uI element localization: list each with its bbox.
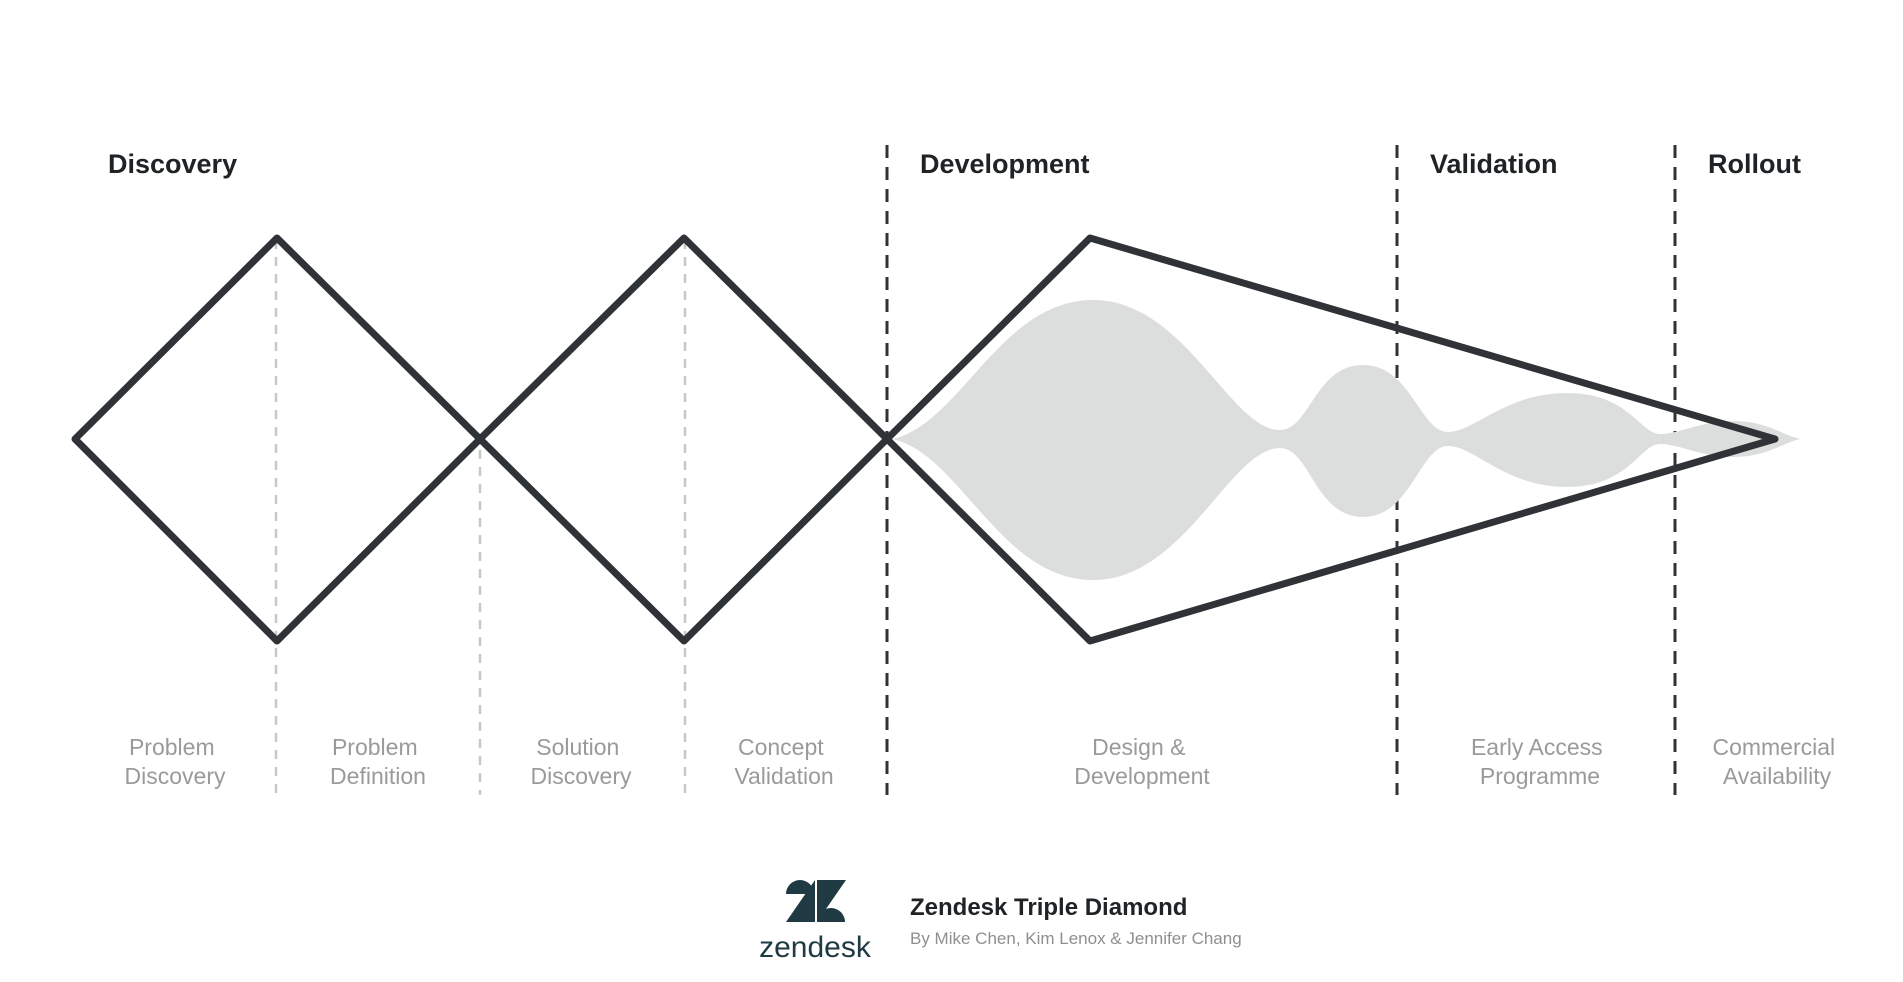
iteration-blob bbox=[892, 300, 1800, 580]
step-label-line: Availability bbox=[1723, 763, 1832, 789]
step-label-early-access-programme: Early Access Programme bbox=[1471, 734, 1609, 789]
discovery-diamond-2 bbox=[476, 234, 891, 645]
phase-title-rollout: Rollout bbox=[1708, 149, 1801, 179]
phase-title-discovery: Discovery bbox=[108, 149, 237, 179]
phase-titles: Discovery Development Validation Rollout bbox=[108, 149, 1801, 179]
step-label-problem-discovery: Problem Discovery bbox=[125, 734, 226, 789]
step-label-line: Problem bbox=[332, 734, 418, 760]
step-label-line: Development bbox=[1074, 763, 1210, 789]
step-label-concept-validation: Concept Validation bbox=[734, 734, 833, 789]
step-label-line: Commercial bbox=[1712, 734, 1835, 760]
step-label-line: Definition bbox=[330, 763, 426, 789]
step-label-line: Programme bbox=[1480, 763, 1600, 789]
diamond-outlines bbox=[71, 234, 1779, 645]
step-labels: Problem Discovery Problem Definition Sol… bbox=[125, 734, 1841, 789]
step-dividers bbox=[274, 240, 687, 795]
zendesk-logo-text: zendesk bbox=[759, 931, 872, 964]
zendesk-logo-icon bbox=[786, 880, 846, 922]
step-label-commercial-availability: Commercial Availability bbox=[1712, 734, 1841, 789]
phase-title-validation: Validation bbox=[1430, 149, 1558, 179]
phase-title-development: Development bbox=[920, 149, 1090, 179]
step-label-line: Design & bbox=[1092, 734, 1185, 760]
step-label-design-development: Design & Development bbox=[1074, 734, 1210, 789]
footer: zendesk Zendesk Triple Diamond By Mike C… bbox=[759, 880, 1242, 964]
step-label-problem-definition: Problem Definition bbox=[330, 734, 426, 789]
footer-title: Zendesk Triple Diamond bbox=[910, 894, 1187, 921]
step-label-line: Problem bbox=[129, 734, 215, 760]
zendesk-logo: zendesk bbox=[759, 880, 872, 964]
step-label-line: Discovery bbox=[531, 763, 632, 789]
step-label-line: Concept bbox=[738, 734, 824, 760]
development-spear bbox=[883, 234, 1779, 645]
step-label-line: Discovery bbox=[125, 763, 226, 789]
step-label-line: Validation bbox=[734, 763, 833, 789]
discovery-diamond-1 bbox=[71, 234, 484, 645]
footer-subtitle: By Mike Chen, Kim Lenox & Jennifer Chang bbox=[910, 929, 1242, 948]
step-label-solution-discovery: Solution Discovery bbox=[531, 734, 632, 789]
step-label-line: Solution bbox=[536, 734, 619, 760]
step-label-line: Early Access bbox=[1471, 734, 1603, 760]
